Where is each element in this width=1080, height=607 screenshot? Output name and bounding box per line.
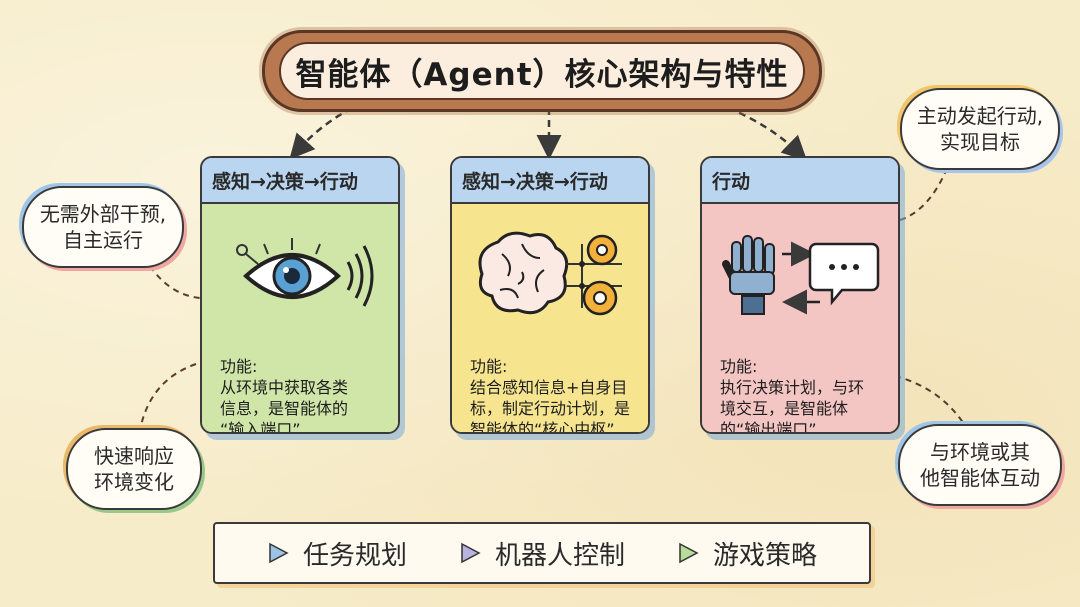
bubble-proactive: 主动发起行动, 实现目标: [900, 88, 1060, 170]
card-header: 感知→决策→行动: [452, 158, 648, 204]
application-item: 机器人控制: [459, 535, 625, 572]
eye-icon: [202, 214, 398, 334]
card-description: 功能: 从环境中获取各类 信息，是智能体的 “输入端口”: [220, 357, 349, 434]
card-body: 功能: 执行决策计划，与环 境交互，是智能体 的“输出端口”: [702, 204, 898, 432]
card-header: 行动: [702, 158, 898, 204]
line-proactive: [899, 165, 949, 221]
robot-hand-chat-icon: [702, 214, 898, 334]
title-banner: 智能体（Agent）核心架构与特性: [262, 30, 822, 112]
card-description: 功能: 结合感知信息+自身目 标，制定行动计划，是 智能体的“核心中枢”: [470, 357, 631, 434]
arrow-to-action: [727, 106, 808, 161]
bubble-social: 与环境或其 他智能体互动: [898, 424, 1062, 506]
bubble-autonomy: 无需外部干预, 自主运行: [22, 186, 184, 268]
card-body: 功能: 结合感知信息+自身目 标，制定行动计划，是 智能体的“核心中枢”: [452, 204, 648, 432]
play-triangle-icon: [269, 542, 289, 564]
page-title: 智能体（Agent）核心架构与特性: [279, 42, 805, 100]
brain-gears-icon: [452, 214, 648, 334]
application-item: 游戏策略: [677, 535, 817, 572]
arrow-to-perception: [289, 106, 353, 160]
application-item: 任务规划: [267, 535, 407, 572]
card-action: 行动 功能: 执行决策计划，与环 境交互，是智能体 的: [700, 156, 900, 434]
play-triangle-icon: [461, 542, 481, 564]
play-triangle-icon: [679, 542, 699, 564]
line-autonomy: [149, 265, 201, 299]
line-reactive: [139, 363, 197, 431]
bubble-reactive: 快速响应 环境变化: [66, 428, 202, 510]
card-perception: 感知→决策→行动 功能: 从环境中获取各类 信息，是智能体的 “输入端口: [200, 156, 400, 434]
line-social: [894, 375, 965, 425]
applications-strip: 任务规划 机器人控制 游戏策略: [213, 522, 871, 584]
card-header: 感知→决策→行动: [202, 158, 398, 204]
card-decision: 感知→决策→行动 功能:: [450, 156, 650, 434]
card-description: 功能: 执行决策计划，与环 境交互，是智能体 的“输出端口”: [720, 357, 865, 434]
card-body: 功能: 从环境中获取各类 信息，是智能体的 “输入端口”: [202, 204, 398, 432]
